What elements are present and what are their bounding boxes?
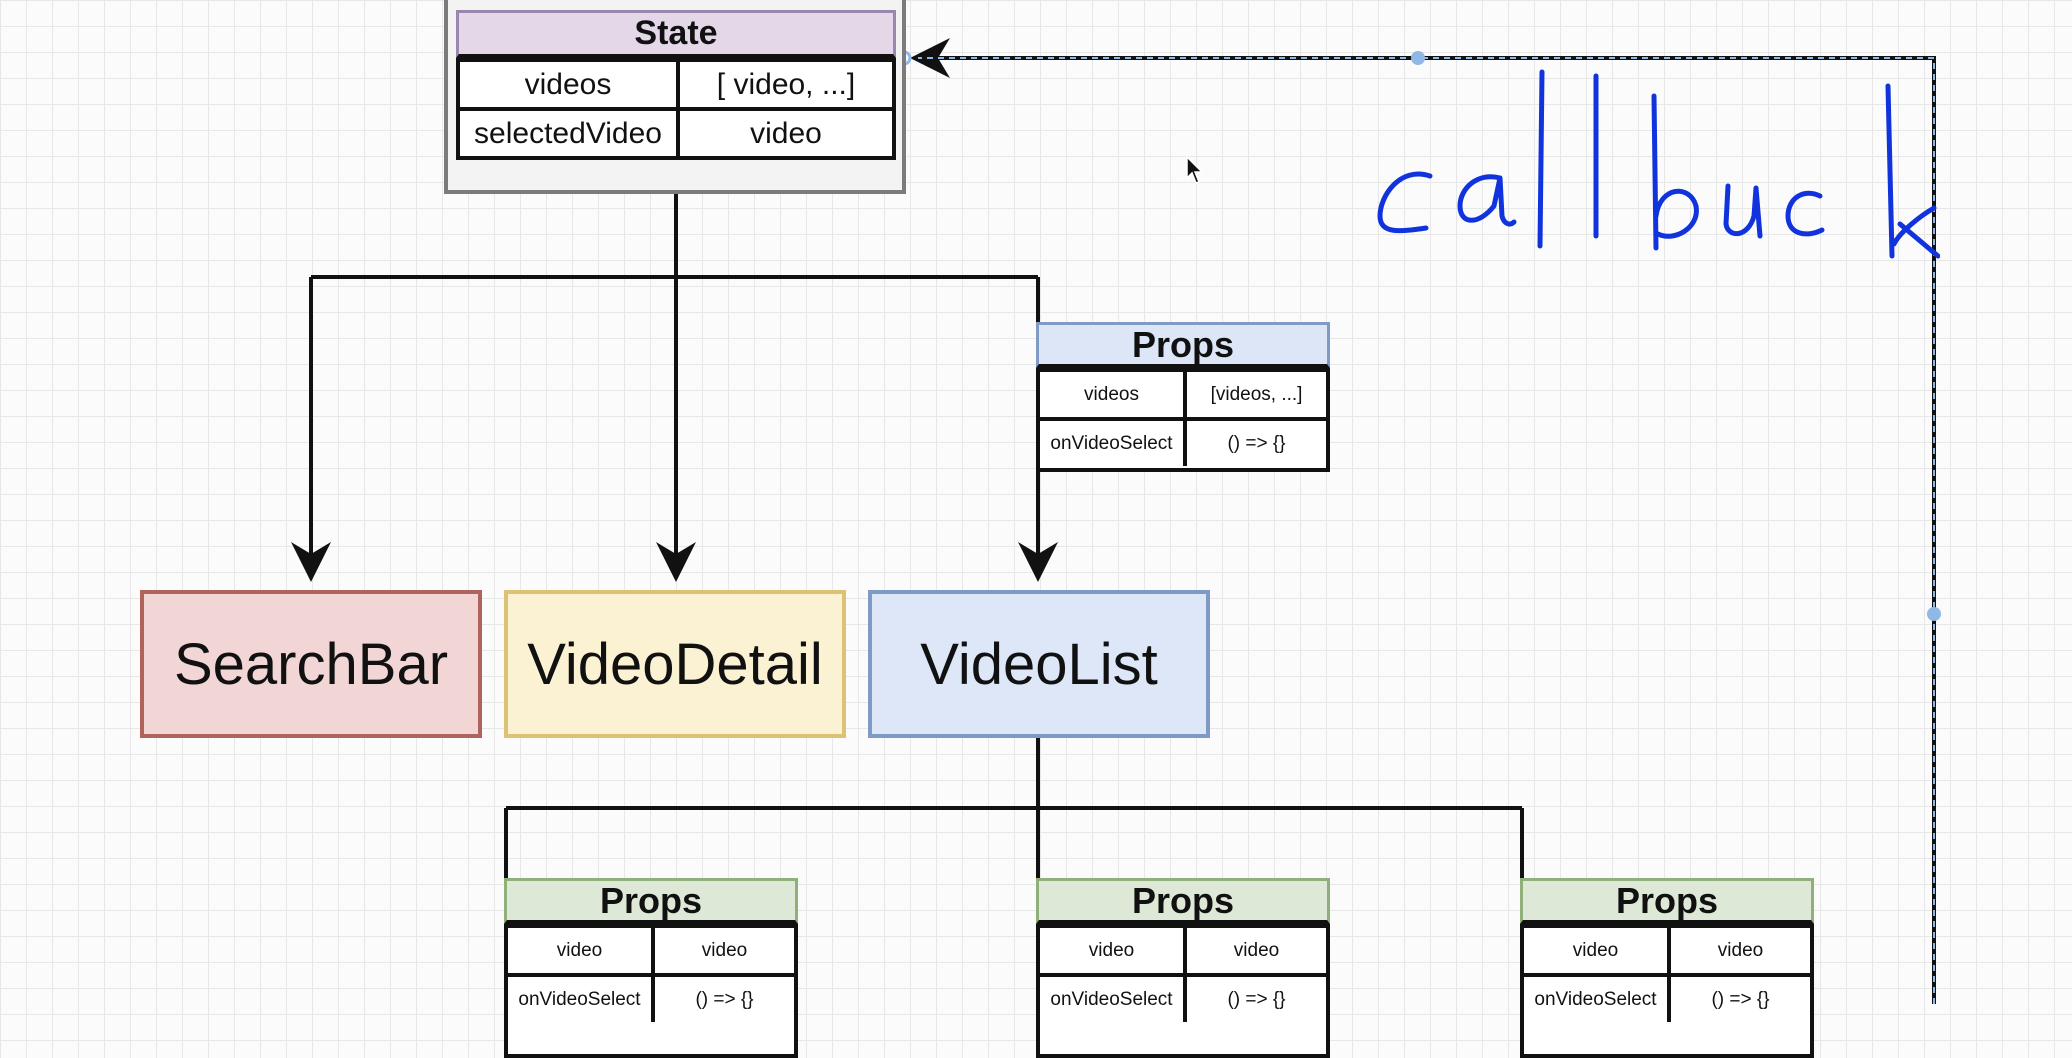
- props-title: Props: [1036, 878, 1330, 924]
- selection-handle[interactable]: [1411, 51, 1425, 65]
- callback-connector-selection: [918, 57, 1935, 1004]
- state-value: [ video, ...]: [676, 62, 892, 107]
- props-value: () => {}: [1667, 977, 1810, 1022]
- table-row: video video: [1040, 924, 1326, 973]
- table-row: video video: [1524, 924, 1810, 973]
- props-value: video: [651, 928, 794, 973]
- props-key: onVideoSelect: [1534, 988, 1657, 1010]
- table-row: onVideoSelect () => {}: [1040, 973, 1326, 1022]
- props-key: onVideoSelect: [1050, 432, 1173, 454]
- searchbar-component[interactable]: SearchBar: [140, 590, 482, 738]
- props-key: video: [1088, 939, 1135, 961]
- props-key: video: [1572, 939, 1619, 961]
- table-row: onVideoSelect () => {}: [508, 973, 794, 1022]
- props-value: () => {}: [1183, 421, 1326, 466]
- state-table[interactable]: State videos [ video, ...] selectedVideo…: [456, 10, 896, 160]
- state-key: videos: [524, 67, 612, 101]
- table-row: selectedVideo video: [460, 107, 892, 156]
- table-row: videos [videos, ...]: [1040, 368, 1326, 417]
- props-value: video: [1667, 928, 1810, 973]
- props-key: onVideoSelect: [518, 988, 641, 1010]
- props-value: () => {}: [651, 977, 794, 1022]
- props-value: () => {}: [1183, 977, 1326, 1022]
- props-value: [videos, ...]: [1183, 372, 1326, 417]
- mouse-cursor-icon: [1186, 156, 1204, 184]
- table-row: onVideoSelect () => {}: [1040, 417, 1326, 466]
- table-row: videos [ video, ...]: [460, 58, 892, 107]
- videodetail-component[interactable]: VideoDetail: [504, 590, 846, 738]
- diagram-canvas: State videos [ video, ...] selectedVideo…: [140, 0, 1941, 1058]
- state-value: video: [676, 111, 892, 156]
- props-value: video: [1183, 928, 1326, 973]
- state-key: selectedVideo: [474, 116, 662, 150]
- state-title: State: [456, 10, 896, 58]
- videoitem-props-table[interactable]: Props video video onVideoSelect () => {}: [1036, 878, 1330, 1058]
- videolist-props-table[interactable]: Props videos [videos, ...] onVideoSelect…: [1036, 322, 1330, 472]
- videoitem-props-table[interactable]: Props video video onVideoSelect () => {}: [504, 878, 798, 1058]
- props-title: Props: [1036, 322, 1330, 368]
- table-row: onVideoSelect () => {}: [1524, 973, 1810, 1022]
- callback-annotation: [1377, 69, 1940, 259]
- props-title: Props: [504, 878, 798, 924]
- videoitem-props-table[interactable]: Props video video onVideoSelect () => {}: [1520, 878, 1814, 1058]
- selection-handle[interactable]: [1927, 607, 1941, 621]
- props-key: onVideoSelect: [1050, 988, 1173, 1010]
- videolist-component[interactable]: VideoList: [868, 590, 1210, 738]
- props-key: videos: [1084, 383, 1139, 405]
- props-title: Props: [1520, 878, 1814, 924]
- table-row: video video: [508, 924, 794, 973]
- props-key: video: [556, 939, 603, 961]
